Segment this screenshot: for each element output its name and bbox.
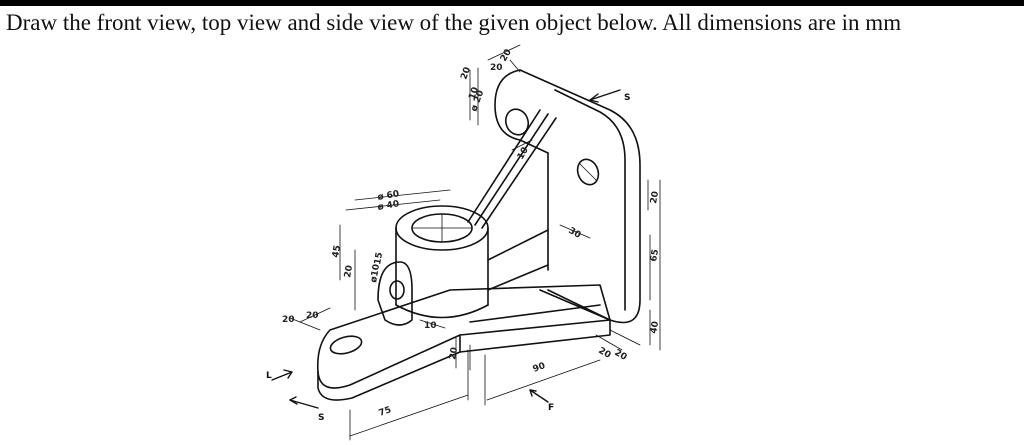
back-plate-outline: [519, 69, 641, 324]
diagonal-rib: [467, 109, 557, 229]
dim-30: 30: [567, 226, 583, 241]
dim-br-20b: 20: [613, 348, 629, 363]
back-plate-lower-edge: [547, 289, 611, 321]
back-plate-front-edge: [494, 69, 549, 154]
dim-base-20b: 20: [306, 311, 319, 321]
dim-65: 65: [649, 248, 661, 262]
top-rule: [0, 0, 1024, 6]
dim-bottom-20: 20: [448, 346, 460, 360]
dim-right-40: 40: [649, 320, 661, 334]
base-plate-thickness: [317, 319, 611, 401]
cylinder-bottom-edge: [395, 304, 489, 319]
dim-45: 45: [331, 244, 343, 258]
dim-top-r20: 20: [499, 48, 514, 64]
dim-phi40: ø 40: [377, 199, 400, 213]
dim-left-20: 20: [343, 264, 355, 278]
boss-hole: [389, 280, 405, 300]
dim-75: 75: [378, 405, 393, 419]
side-hole: [576, 158, 600, 186]
question-text: Draw the front view, top view and side v…: [6, 10, 902, 35]
dim-top-10: 10: [467, 86, 481, 101]
top-hole: [504, 108, 530, 136]
dim-phi10: ø10: [369, 263, 382, 283]
view-label-l: L: [266, 371, 272, 381]
view-label-s-bottom: S: [318, 413, 324, 423]
dim-right-20: 20: [649, 190, 661, 204]
small-boss: [377, 261, 413, 326]
dim-90: 90: [532, 361, 547, 375]
dim-top-20: 20: [459, 66, 473, 81]
base-plate: [316, 284, 611, 389]
dim-phi60: ø 60: [377, 189, 400, 203]
web: [487, 229, 549, 291]
base-hole: [329, 335, 363, 355]
dim-top-20b: 20: [490, 63, 503, 73]
dim-base-10: 10: [424, 321, 437, 331]
dim-base-20a: 20: [282, 315, 295, 325]
view-label-f: F: [548, 403, 554, 413]
dim-15: 15: [373, 251, 385, 265]
back-plate-inner-edge: [554, 89, 626, 311]
view-label-s-top: S: [624, 93, 630, 103]
web-front: [469, 304, 601, 323]
dim-br-20a: 20: [597, 346, 613, 361]
